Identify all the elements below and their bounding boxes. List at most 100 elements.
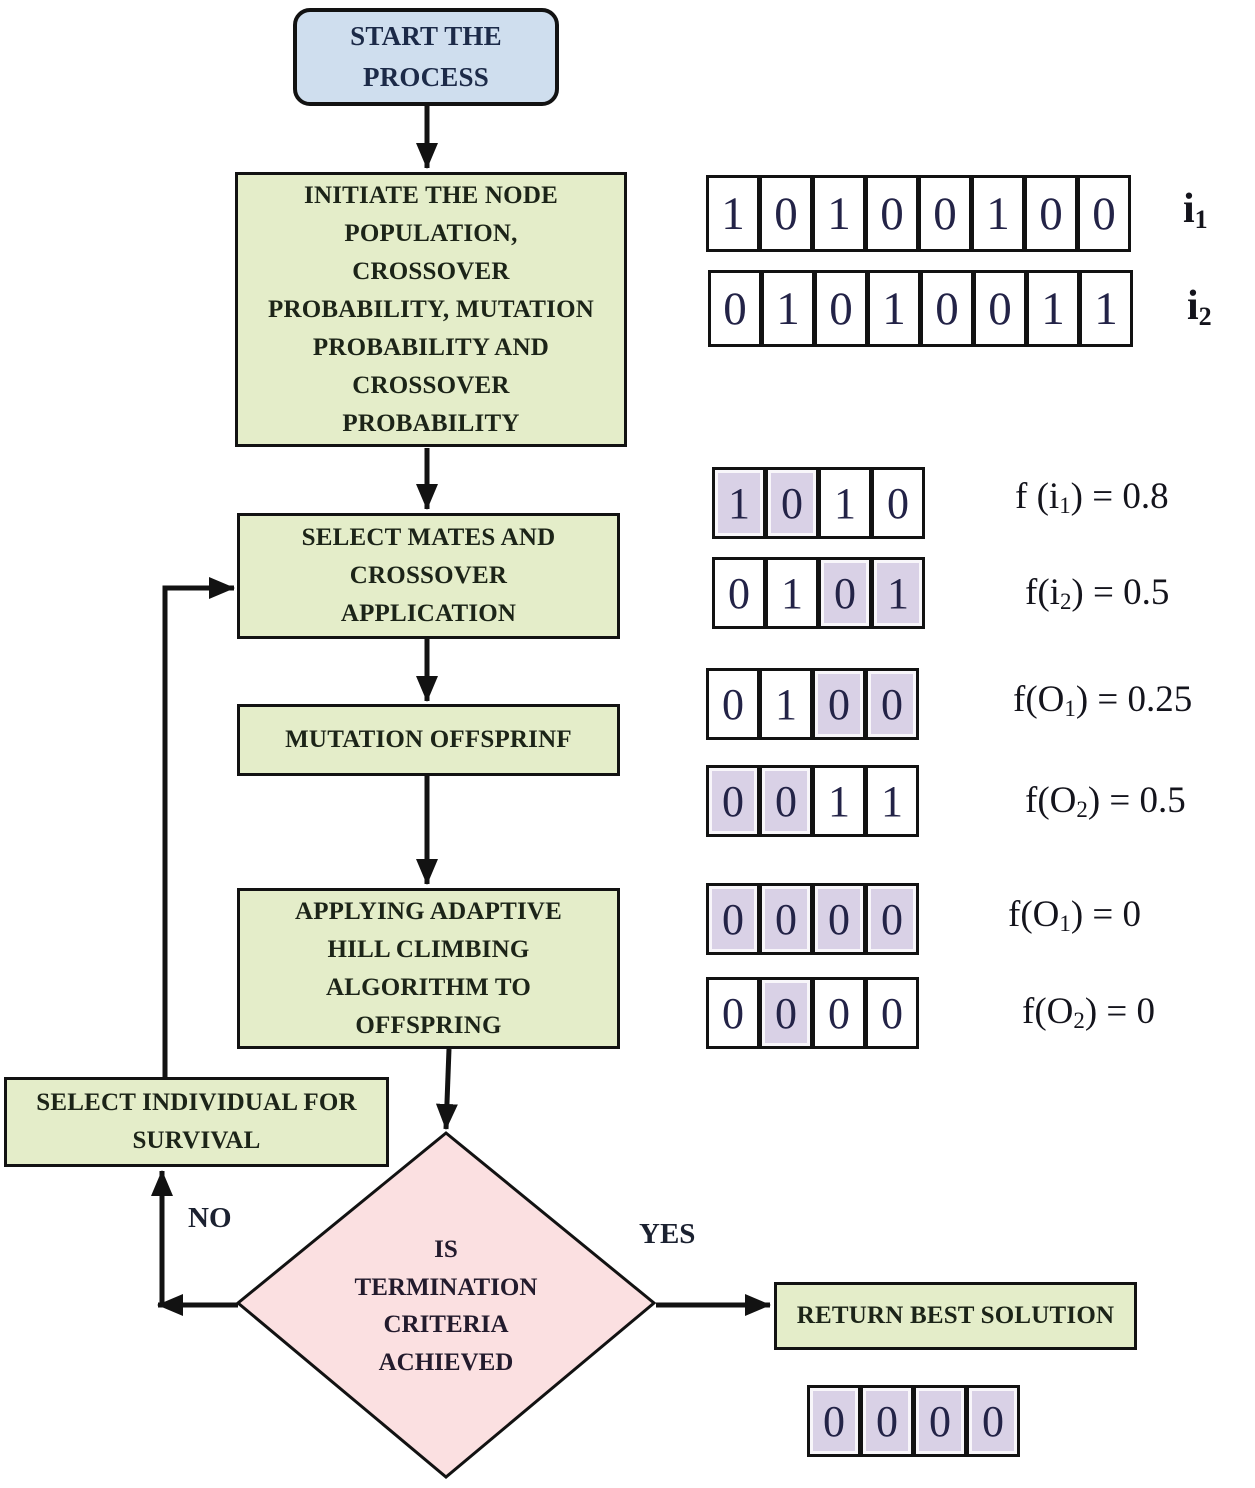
bit-cell: 0 (865, 668, 919, 740)
hill-climbing-node: APPLYING ADAPTIVE HILL CLIMBING ALGORITH… (237, 888, 620, 1049)
label-post: ) = 0 (1084, 991, 1156, 1032)
bit-cell: 1 (812, 175, 866, 252)
register-label: f(O2) = 0.5 (1025, 779, 1186, 823)
label-sub: 2 (1073, 1008, 1085, 1034)
label-sub: 2 (1076, 797, 1088, 823)
arrow-loop-to-select (162, 577, 235, 1077)
survival-node: SELECT INDIVIDUAL FOR SURVIVAL (4, 1077, 389, 1167)
bit-cell: 0 (918, 175, 972, 252)
bit-cell: 1 (865, 765, 919, 837)
no-branch-label: NO (188, 1202, 232, 1234)
start-label: START THE PROCESS (350, 20, 502, 92)
label-sub: 1 (1194, 205, 1208, 234)
label-pre: f(O (1022, 991, 1074, 1032)
select-mates-node: SELECT MATES AND CROSSOVER APPLICATION (237, 513, 620, 639)
decision-label-wrap: IS TERMINATION CRITERIA ACHIEVED (296, 1203, 596, 1409)
bit-cell: 0 (807, 1385, 861, 1457)
label-post: ) = 0 (1070, 894, 1142, 935)
bit-cell: 0 (871, 467, 925, 539)
bit-cell: 1 (867, 270, 921, 347)
bit-cell: 0 (1077, 175, 1131, 252)
bit-cell: 0 (966, 1385, 1020, 1457)
yes-branch-label: YES (639, 1218, 696, 1250)
label-post: ) = 0.25 (1075, 679, 1193, 720)
bit-cell: 0 (706, 977, 760, 1049)
bit-cell: 0 (759, 977, 813, 1049)
label-sub: 1 (1059, 493, 1071, 519)
register-label: f(O2) = 0 (1022, 990, 1155, 1034)
bit-cell: 0 (812, 668, 866, 740)
bit-cell: 0 (812, 977, 866, 1049)
label-pre: f(O (1013, 679, 1065, 720)
label-sub: 2 (1198, 302, 1212, 331)
label-pre: i (1183, 186, 1195, 232)
bit-cell: 0 (759, 765, 813, 837)
hill-climbing-label: APPLYING ADAPTIVE HILL CLIMBING ALGORITH… (294, 897, 563, 1039)
start-node: START THE PROCESS (293, 8, 559, 106)
bit-cell: 0 (712, 557, 766, 629)
survival-label: SELECT INDIVIDUAL FOR SURVIVAL (36, 1089, 357, 1154)
bit-cell: 0 (865, 175, 919, 252)
return-best-node: RETURN BEST SOLUTION (774, 1282, 1137, 1350)
bit-cell: 0 (759, 175, 813, 252)
register-label: f (i1) = 0.8 (1015, 475, 1169, 519)
bit-cell: 0 (706, 883, 760, 955)
return-best-label: RETURN BEST SOLUTION (796, 1302, 1115, 1329)
register-label: i1 (1183, 185, 1208, 235)
bit-cell: 1 (765, 557, 819, 629)
initiate-label: INITIATE THE NODE POPULATION, CROSSOVER … (267, 181, 594, 437)
bit-cell: 1 (1026, 270, 1080, 347)
bit-cell: 0 (860, 1385, 914, 1457)
decision-label: IS TERMINATION CRITERIA ACHIEVED (354, 1236, 538, 1376)
label-post: ) = 0.8 (1070, 476, 1169, 517)
bit-cell: 1 (871, 557, 925, 629)
register-label: f(O1) = 0.25 (1013, 678, 1192, 722)
label-sub: 1 (1059, 911, 1071, 937)
arrow-hill-to-decision (435, 1048, 458, 1130)
bit-cell: 1 (761, 270, 815, 347)
bit-cell: 1 (812, 765, 866, 837)
label-pre: i (1187, 283, 1199, 329)
bit-cell: 1 (706, 175, 760, 252)
mutation-label: MUTATION OFFSPRINF (285, 726, 572, 753)
label-post: ) = 0.5 (1087, 780, 1186, 821)
bit-cell: 0 (1024, 175, 1078, 252)
label-pre: f (i (1015, 476, 1060, 517)
bit-cell: 0 (814, 270, 868, 347)
bit-cell: 0 (765, 467, 819, 539)
label-pre: f(O (1025, 780, 1077, 821)
bit-cell: 0 (865, 883, 919, 955)
bit-cell: 0 (706, 668, 760, 740)
label-sub: 1 (1064, 696, 1076, 722)
register-label: f(i2) = 0.5 (1025, 571, 1169, 615)
bit-cell: 1 (759, 668, 813, 740)
register-label: f(O1) = 0 (1008, 893, 1141, 937)
bit-cell: 0 (973, 270, 1027, 347)
label-pre: f(O (1008, 894, 1060, 935)
register-label: i2 (1187, 282, 1212, 332)
bit-cell: 0 (708, 270, 762, 347)
initiate-node: INITIATE THE NODE POPULATION, CROSSOVER … (235, 172, 627, 447)
label-sub: 2 (1059, 589, 1072, 615)
select-mates-label: SELECT MATES AND CROSSOVER APPLICATION (301, 524, 556, 627)
bit-cell: 0 (812, 883, 866, 955)
